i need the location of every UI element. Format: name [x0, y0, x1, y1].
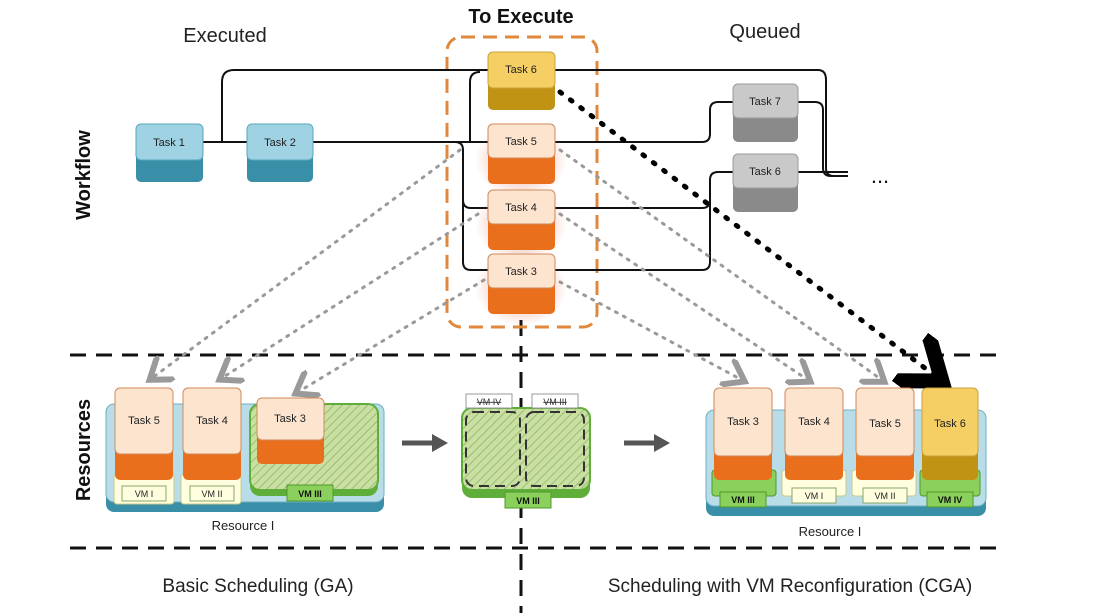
task-label: Task 3	[727, 416, 759, 428]
workflow-ellipsis: ...	[871, 163, 889, 188]
right-vm-label-vm-iii: VM III	[731, 495, 755, 505]
task-label: Task 5	[505, 136, 537, 148]
mapping-arrows-left	[152, 148, 486, 392]
workflow-task-4: Task 4	[475, 186, 567, 262]
right-vm-label-vm-ii: VM II	[874, 491, 895, 501]
middle-vm-reconfiguration: VM IV VM III VM III	[461, 393, 591, 509]
workflow-task-3: Task 3	[475, 250, 567, 326]
right-task-6: Task 6	[921, 387, 979, 480]
label-workflow: Workflow	[73, 130, 95, 220]
middle-tab-vm-iv: VM IV	[477, 397, 502, 407]
right-task-4: Task 4	[784, 387, 844, 480]
right-task-3: Task 3	[713, 387, 773, 480]
left-task-3: Task 3	[256, 397, 325, 464]
resource-left: Task 5 Task 4 Task 3 VM I VM II VM III	[105, 387, 385, 512]
label-resources: Resources	[73, 399, 95, 501]
workflow-task-6-queued: Task 6	[732, 153, 799, 212]
workflow-task-1: Task 1	[135, 123, 204, 182]
task-label: Task 7	[749, 96, 781, 108]
workflow-task-6-ready: Task 6	[487, 51, 556, 110]
caption-basic-scheduling: Basic Scheduling (GA)	[162, 576, 353, 597]
header-queued: Queued	[729, 21, 800, 43]
task-label: Task 4	[505, 202, 537, 214]
header-to-execute: To Execute	[468, 6, 573, 28]
task-label: Task 6	[749, 166, 781, 178]
transition-arrow-2	[624, 434, 670, 452]
task-label: Task 3	[274, 413, 306, 425]
task-label: Task 5	[869, 418, 901, 430]
left-task-4: Task 4	[182, 387, 242, 480]
to-execute-frame	[445, 35, 599, 329]
task-label: Task 5	[128, 415, 160, 427]
mapping-arrow-task6	[557, 89, 938, 378]
mapping-arrows-right	[558, 148, 882, 380]
task-label: Task 1	[153, 137, 185, 149]
resource-right: Task 3 Task 4 Task 5 Task 6 VM III VM I …	[705, 387, 987, 516]
separators	[70, 320, 1005, 613]
workflow-task-7-queued: Task 7	[732, 83, 799, 142]
right-task-5: Task 5	[855, 387, 915, 480]
right-vm-label-vm-iv: VM IV	[938, 495, 963, 505]
task-label: Task 6	[934, 418, 966, 430]
task-label: Task 2	[264, 137, 296, 149]
header-executed: Executed	[183, 25, 266, 47]
middle-vm-base-label: VM III	[516, 496, 540, 506]
vm-label-vm-i: VM I	[135, 489, 154, 499]
workflow-task-5: Task 5	[475, 122, 567, 198]
task-label: Task 4	[196, 415, 228, 427]
task-label: Task 4	[798, 416, 830, 428]
task-label: Task 6	[505, 64, 537, 76]
left-task-5: Task 5	[114, 387, 174, 480]
vm-label-vm-iii: VM III	[298, 489, 322, 499]
middle-tab-vm-iii: VM III	[543, 397, 567, 407]
transition-arrow-1	[402, 434, 448, 452]
right-vm-label-vm-i: VM I	[805, 491, 824, 501]
vm-label-vm-ii: VM II	[201, 489, 222, 499]
workflow-edges	[203, 69, 848, 271]
workflow-task-2: Task 2	[246, 123, 314, 182]
left-resource-label: Resource I	[212, 518, 275, 533]
right-resource-label: Resource I	[799, 524, 862, 539]
task-label: Task 3	[505, 266, 537, 278]
caption-cga-scheduling: Scheduling with VM Reconfiguration (CGA)	[608, 576, 972, 597]
